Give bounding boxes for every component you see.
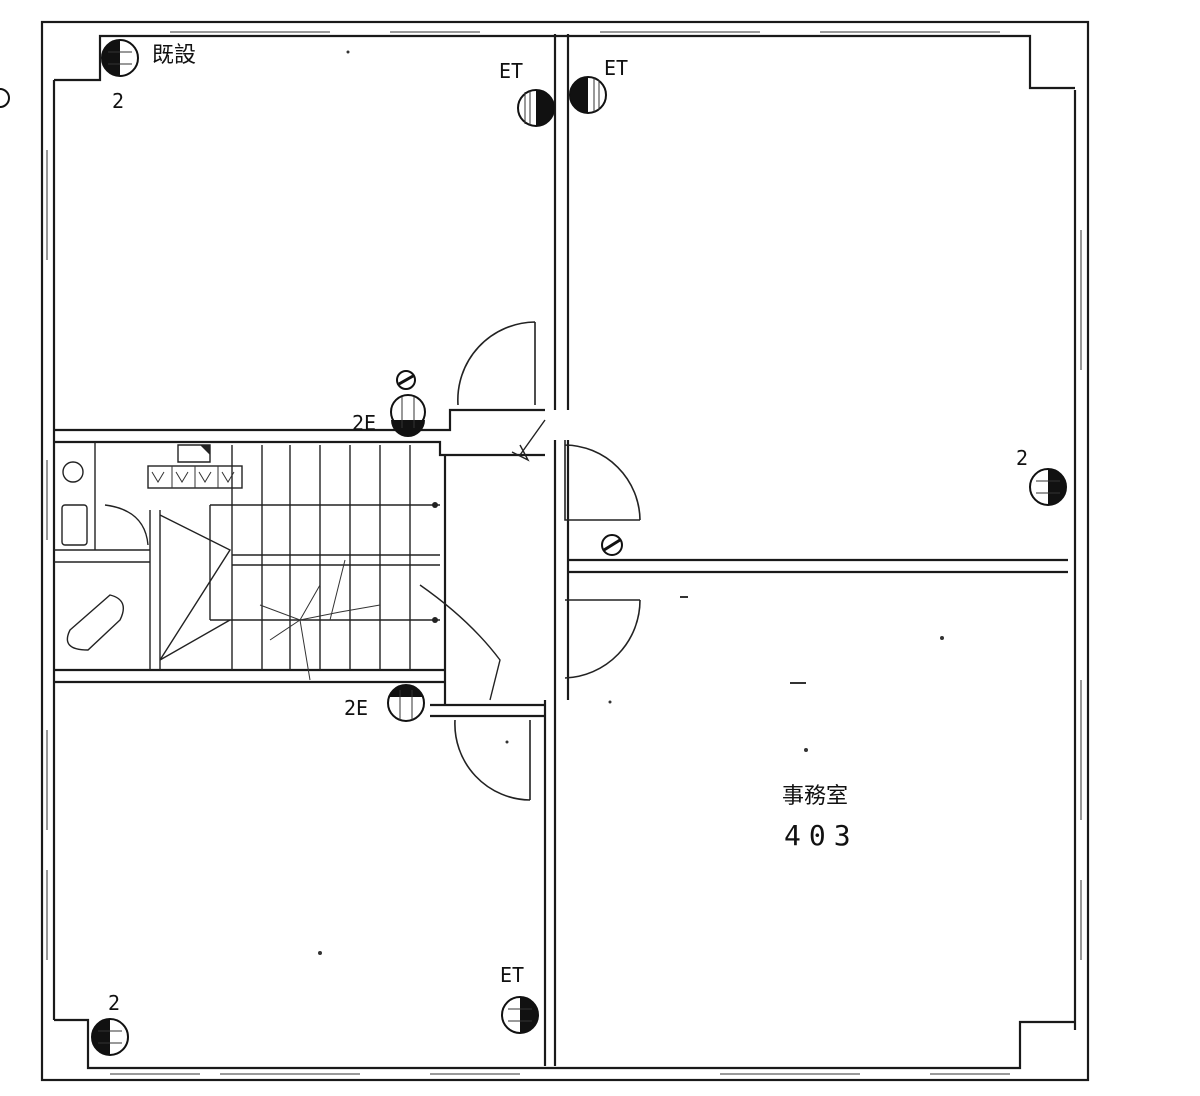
left-edge-mark	[0, 88, 10, 108]
fixture-core-bottom	[387, 684, 425, 722]
scan-dots	[318, 50, 944, 955]
room-name: 事務室	[782, 784, 848, 809]
door-swings	[454, 321, 641, 801]
electrical-panel	[147, 444, 243, 489]
fixture-symbols	[0, 39, 1067, 1056]
label-et-bottom: ET	[500, 963, 524, 987]
fixture-corridor	[601, 534, 623, 556]
label-existing: 既設	[152, 43, 196, 68]
fixture-right-wall	[1029, 468, 1067, 506]
fixture-core-top	[390, 370, 426, 437]
fixture-bottom-center	[501, 996, 539, 1034]
label-2e-bottom: 2E	[344, 696, 368, 720]
label-et-top-left: ET	[499, 59, 523, 83]
label-et-top-right: ET	[604, 56, 628, 80]
fixture-top-left	[101, 39, 139, 77]
fixture-top-center-right	[569, 76, 607, 114]
outer-walls	[40, 20, 1090, 1082]
toilet-fixtures	[61, 461, 149, 651]
right-partition	[568, 558, 1068, 574]
stair	[159, 445, 501, 701]
room-number: 403	[784, 819, 859, 852]
label-count-bottom-left: 2	[108, 991, 120, 1015]
fixture-bottom-left	[91, 1018, 129, 1056]
labels: 既設 2 ET ET 2 2E 2E ET 2 事務室 403	[108, 43, 1028, 1015]
core-block	[54, 408, 545, 718]
fixture-top-center-left	[517, 89, 555, 127]
label-count-right: 2	[1016, 446, 1028, 470]
label-count-top-left: 2	[112, 89, 124, 113]
central-partition	[543, 34, 570, 1066]
label-2e-top: 2E	[352, 411, 376, 435]
